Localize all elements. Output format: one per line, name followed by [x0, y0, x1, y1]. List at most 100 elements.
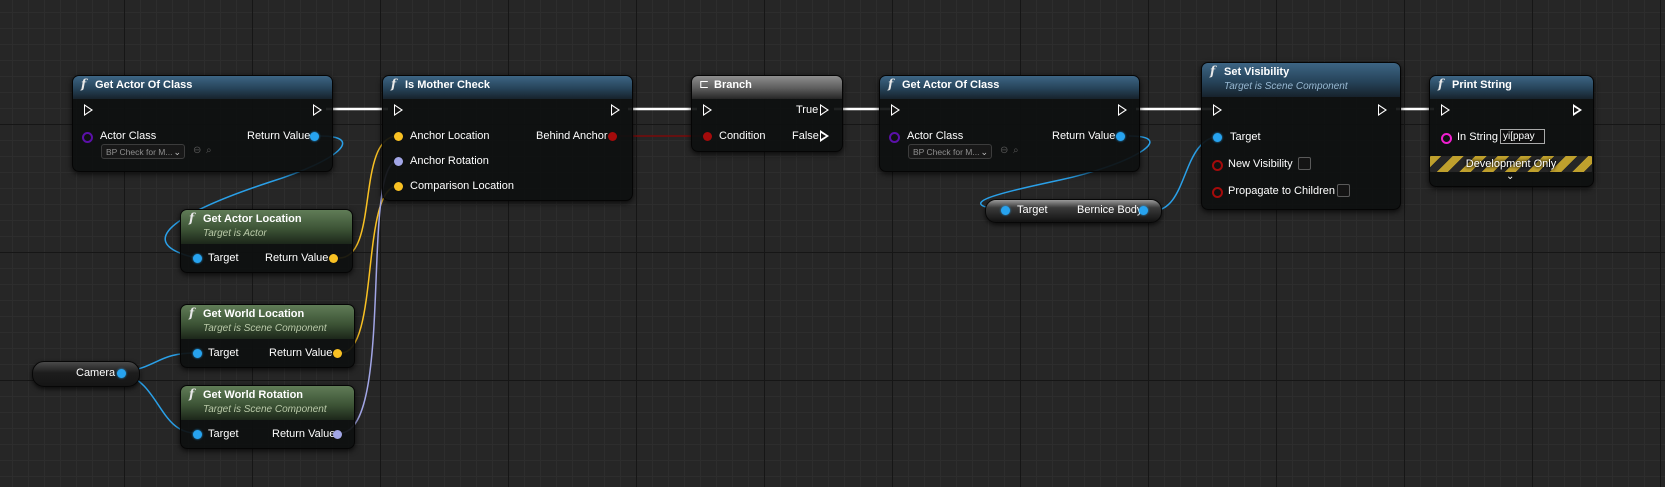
true-exec-pin[interactable] — [820, 104, 829, 116]
node-title: Get Actor Location — [203, 213, 302, 225]
propagate-label: Propagate to Children — [1228, 185, 1336, 197]
node-branch[interactable]: ⊏ Branch True Condition False — [691, 75, 843, 152]
propagate-checkbox[interactable] — [1337, 184, 1350, 197]
node-header: f Is Mother Check — [383, 76, 632, 99]
function-icon: f — [888, 77, 894, 91]
node-title: Get World Location — [203, 308, 305, 320]
exec-out-pin[interactable] — [1573, 104, 1582, 116]
target-pin[interactable] — [193, 254, 202, 263]
anchor-rotation-pin[interactable] — [394, 157, 403, 166]
exec-in-pin[interactable] — [394, 104, 403, 116]
behind-anchor-label: Behind Anchor — [536, 130, 608, 142]
exec-in-pin[interactable] — [84, 104, 93, 116]
chevron-down-icon: ⌄ — [173, 147, 181, 157]
target-label: Target — [208, 428, 239, 440]
exec-in-pin[interactable] — [891, 104, 900, 116]
node-header: f Print String — [1430, 76, 1593, 99]
function-icon: f — [189, 306, 195, 320]
actor-class-label: Actor Class — [907, 130, 964, 142]
branch-icon: ⊏ — [699, 77, 710, 91]
target-label: Target — [208, 347, 239, 359]
node-print-string[interactable]: f Print String In String yi[ppay Develop… — [1429, 75, 1594, 187]
return-value-label: Return Value — [1052, 130, 1116, 142]
new-visibility-pin[interactable] — [1212, 160, 1223, 171]
return-value-pin[interactable] — [333, 349, 342, 358]
camera-variable-node[interactable]: Camera — [32, 361, 140, 387]
node-header: f Set Visibility Target is Scene Compone… — [1202, 63, 1400, 97]
node-subtitle: Target is Scene Component — [1224, 81, 1348, 92]
exec-in-pin[interactable] — [1213, 104, 1222, 116]
node-get-actor-of-class-2[interactable]: f Get Actor Of Class Actor Class BP Chec… — [879, 75, 1140, 172]
return-value-label: Return Value — [265, 252, 329, 264]
node-header: f Get Actor Of Class — [73, 76, 332, 99]
comparison-location-pin[interactable] — [394, 182, 403, 191]
exec-out-pin[interactable] — [611, 104, 620, 116]
propagate-pin[interactable] — [1212, 187, 1223, 198]
node-get-world-rotation[interactable]: f Get World Rotation Target is Scene Com… — [180, 385, 355, 449]
node-title: Set Visibility — [1224, 66, 1290, 78]
chevron-down-icon[interactable]: ⌄ — [1506, 171, 1515, 182]
node-title: Get Actor Of Class — [902, 79, 1000, 91]
actor-class-dropdown[interactable]: BP Check for M... ⌄ — [908, 144, 992, 159]
exec-out-pin[interactable] — [313, 104, 322, 116]
false-exec-pin[interactable] — [820, 130, 829, 142]
node-title: Is Mother Check — [405, 79, 490, 91]
exec-in-pin[interactable] — [1441, 104, 1450, 116]
new-visibility-checkbox[interactable] — [1298, 157, 1311, 170]
function-icon: f — [1210, 64, 1216, 78]
target-label: Target — [1017, 204, 1048, 216]
condition-label: Condition — [719, 130, 766, 142]
node-is-mother-check[interactable]: f Is Mother Check Anchor Location Behind… — [382, 75, 633, 201]
node-set-visibility[interactable]: f Set Visibility Target is Scene Compone… — [1201, 62, 1401, 210]
node-get-actor-location[interactable]: f Get Actor Location Target is Actor Tar… — [180, 209, 353, 273]
function-icon: f — [189, 211, 195, 225]
return-value-label: Return Value — [247, 130, 311, 142]
in-string-pin[interactable] — [1441, 133, 1452, 144]
actor-class-pin[interactable] — [82, 132, 93, 143]
dropdown-value: BP Check for M... — [106, 147, 173, 157]
actor-class-dropdown[interactable]: BP Check for M... ⌄ — [101, 144, 185, 159]
comparison-location-label: Comparison Location — [410, 180, 514, 192]
browse-icon[interactable]: ⊖ — [193, 145, 202, 156]
node-subtitle: Target is Scene Component — [203, 323, 327, 334]
condition-pin[interactable] — [703, 132, 712, 141]
return-value-pin[interactable] — [310, 132, 319, 141]
behind-anchor-pin[interactable] — [608, 132, 617, 141]
camera-label: Camera — [76, 367, 116, 379]
return-value-pin[interactable] — [333, 430, 342, 439]
function-icon: f — [1438, 77, 1444, 91]
node-header: ⊏ Branch — [692, 76, 842, 99]
node-title: Branch — [714, 79, 752, 91]
exec-out-pin[interactable] — [1118, 104, 1127, 116]
exec-in-pin[interactable] — [703, 104, 712, 116]
node-get-actor-of-class-1[interactable]: f Get Actor Of Class Actor Class BP Chec… — [72, 75, 333, 172]
browse-icon[interactable]: ⊖ — [1000, 145, 1009, 156]
new-visibility-label: New Visibility — [1228, 158, 1293, 170]
chevron-down-icon: ⌄ — [980, 147, 988, 157]
actor-class-pin[interactable] — [889, 132, 900, 143]
target-pin[interactable] — [193, 430, 202, 439]
search-icon[interactable]: ⌕ — [1013, 145, 1019, 156]
target-pin[interactable] — [1001, 206, 1010, 215]
in-string-field[interactable]: yi[ppay — [1500, 129, 1545, 144]
return-value-pin[interactable] — [1116, 132, 1125, 141]
target-pin[interactable] — [1213, 133, 1222, 142]
node-header: f Get World Rotation Target is Scene Com… — [181, 386, 354, 420]
function-icon: f — [81, 77, 87, 91]
node-get-world-location[interactable]: f Get World Location Target is Scene Com… — [180, 304, 355, 368]
bernice-body-node[interactable]: Target Bernice Body — [985, 199, 1162, 223]
dropdown-value: BP Check for M... — [913, 147, 980, 157]
anchor-location-pin[interactable] — [394, 132, 403, 141]
node-title: Get World Rotation — [203, 389, 304, 401]
bernice-body-out-pin[interactable] — [1139, 206, 1148, 215]
node-header: f Get Actor Location Target is Actor — [181, 210, 352, 244]
node-title: Print String — [1452, 79, 1512, 91]
exec-out-pin[interactable] — [1378, 104, 1387, 116]
return-value-pin[interactable] — [329, 254, 338, 263]
true-label: True — [796, 104, 819, 116]
camera-out-pin[interactable] — [117, 369, 126, 378]
search-icon[interactable]: ⌕ — [206, 145, 212, 156]
node-subtitle: Target is Actor — [203, 228, 267, 239]
target-pin[interactable] — [193, 349, 202, 358]
